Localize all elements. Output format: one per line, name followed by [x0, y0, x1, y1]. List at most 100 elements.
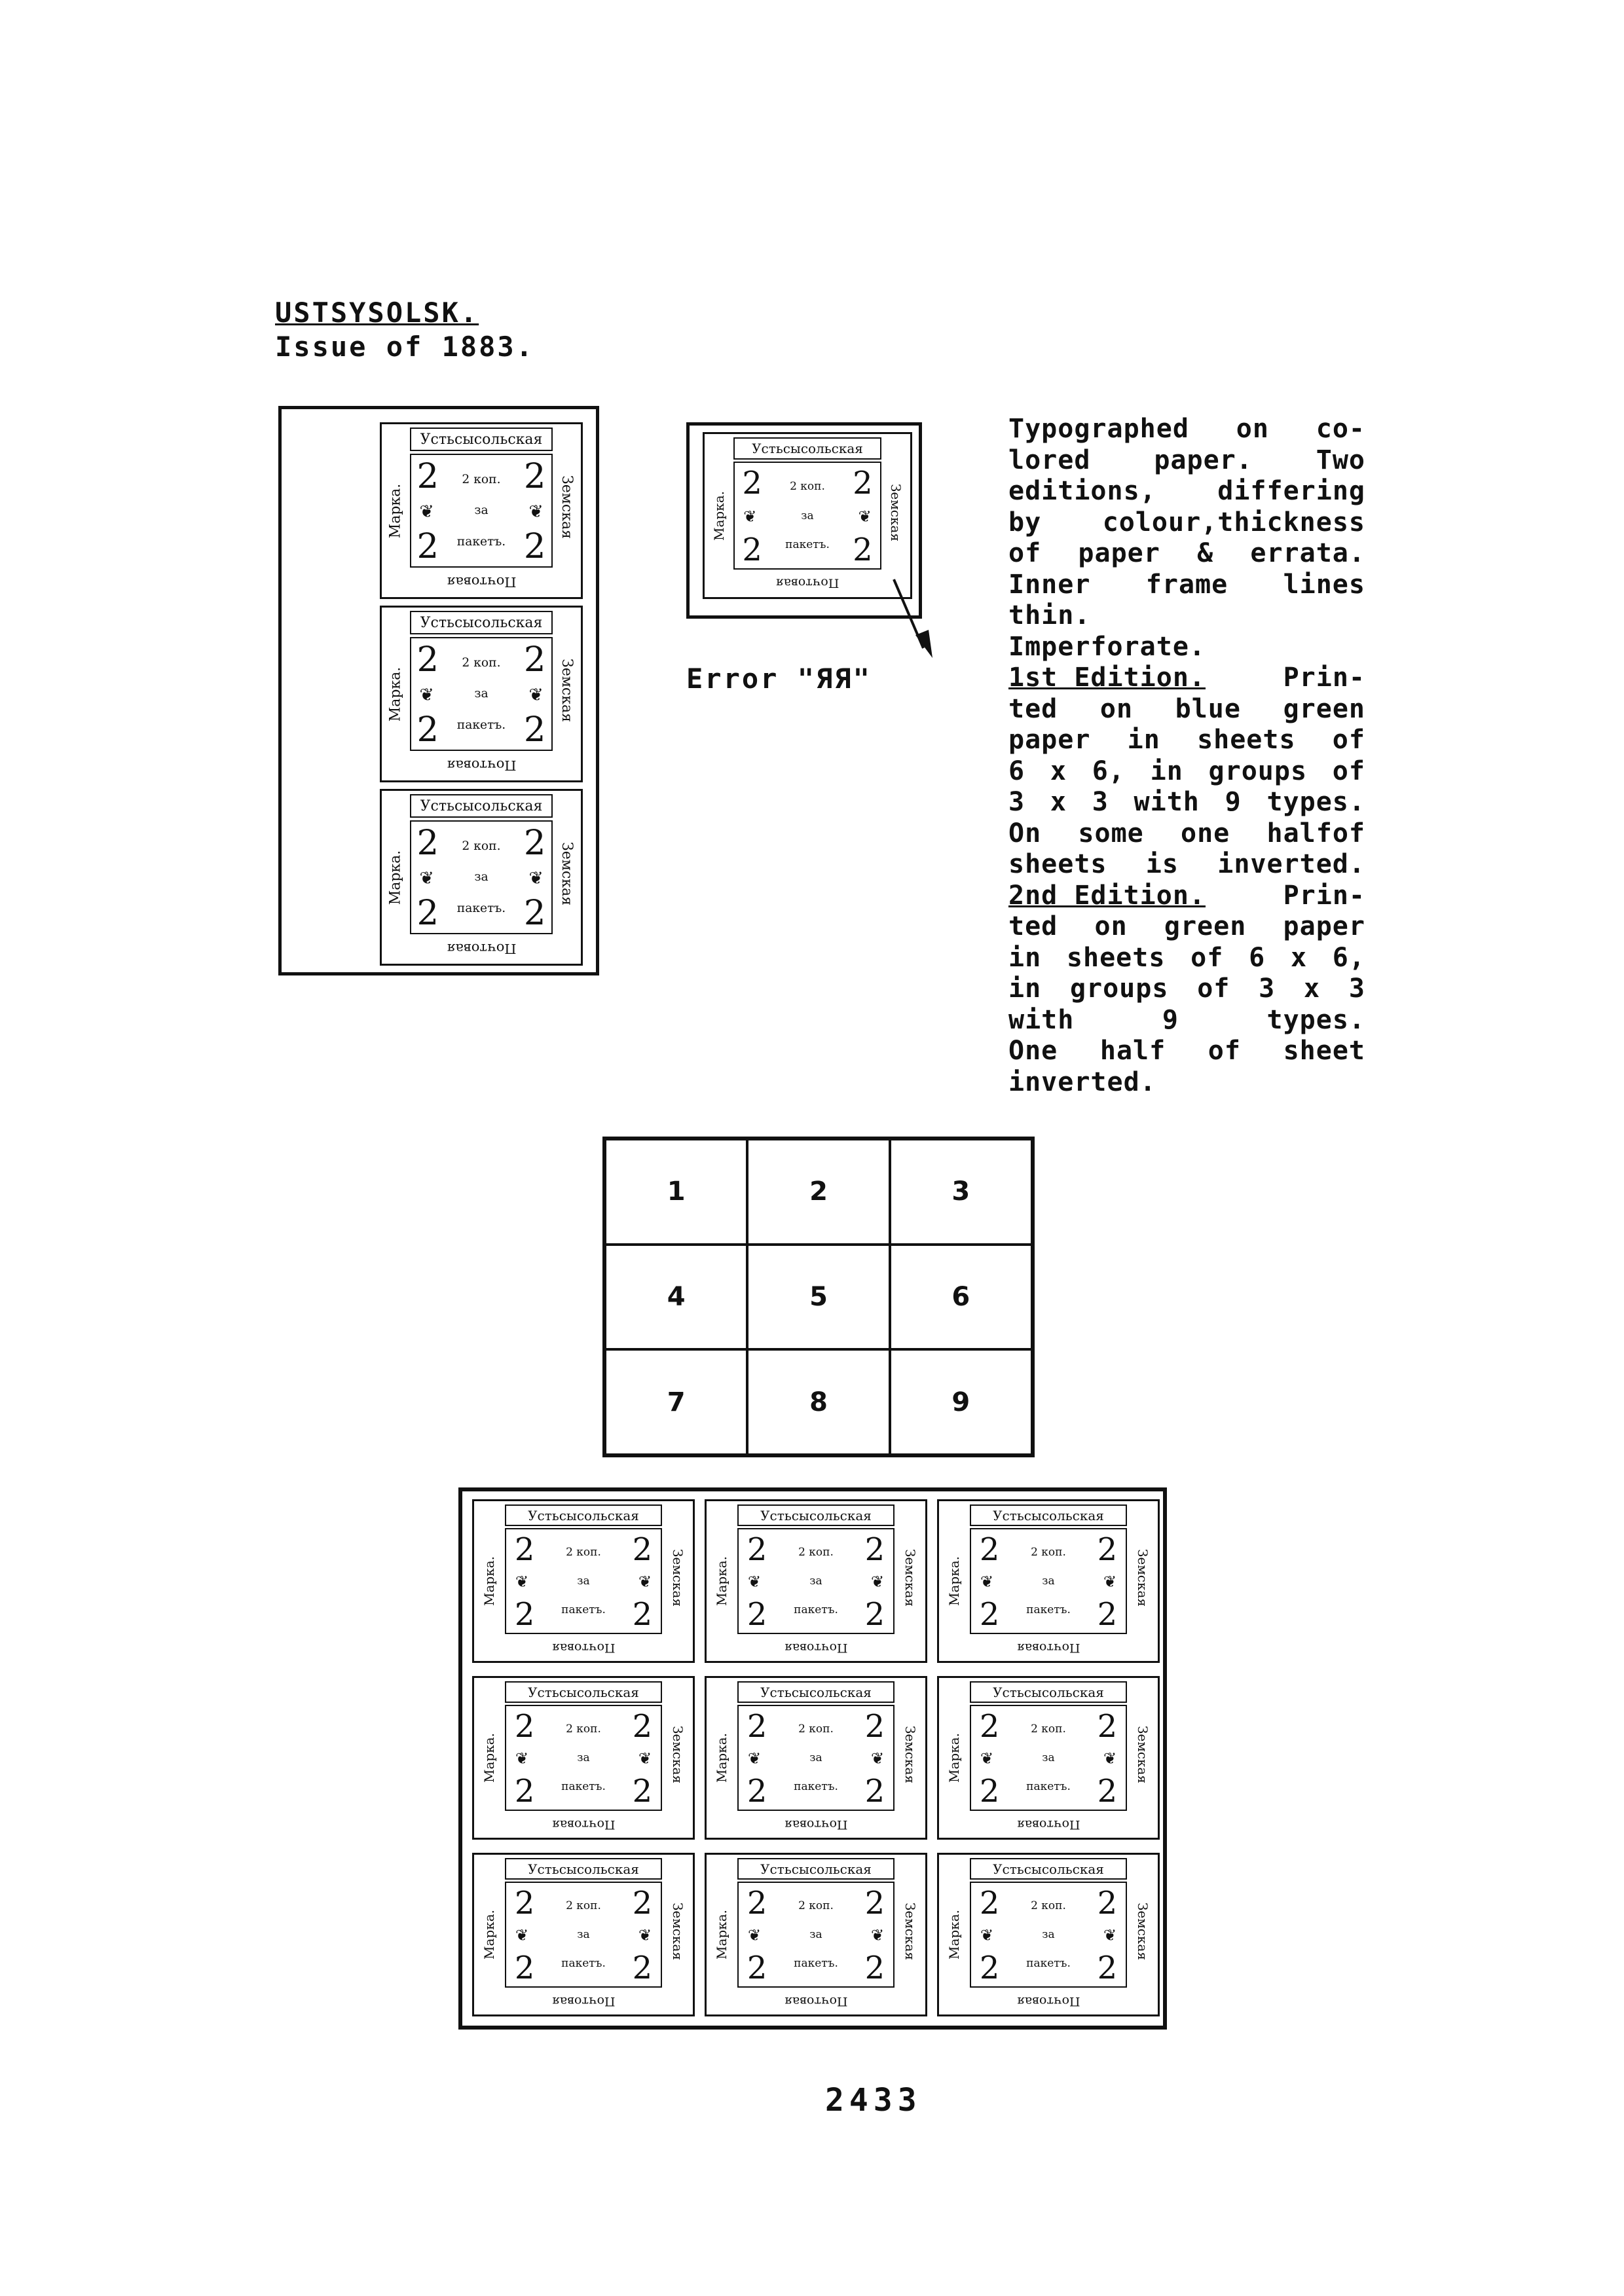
stamp-value-line1: 2 коп. [462, 655, 501, 670]
stamp-left-text: Марка. [481, 1733, 498, 1783]
type-grid-cell: 4 [605, 1244, 748, 1350]
stamp-left-text: Марка. [714, 1556, 730, 1606]
stamp-value-line3: пакетъ. [456, 535, 506, 549]
type-grid-cell: 2 [747, 1139, 890, 1245]
stamp-top-text: Устьсысольская [737, 1504, 895, 1527]
stamp-denomination: 2 [416, 639, 439, 680]
stamp-denomination: 2 [979, 1950, 1000, 1987]
description-word: differing [1217, 476, 1365, 506]
description-word: lored [1008, 445, 1091, 475]
description-word: 3 [1008, 787, 1025, 817]
stamp-denomination: 2 [742, 532, 762, 569]
stamp-denomination: 2 [514, 1950, 535, 1987]
description-word: in [1008, 974, 1042, 1004]
description-word: inverted. [1217, 849, 1365, 879]
stamp-left-text-wrap: Марка. [384, 818, 407, 936]
stamp-right-text: Земская [559, 475, 576, 539]
ornament-icon: ❦ [743, 507, 757, 526]
type-grid-cell: 9 [889, 1349, 1032, 1455]
description-word: types. [1266, 787, 1365, 817]
error-arrow-icon [893, 579, 932, 658]
description-word: 9 [1162, 1004, 1179, 1035]
stamp-bottom-text: Почтовая [551, 1994, 616, 2009]
description-word: Prin- [1283, 880, 1365, 911]
stamp-right-text-wrap: Земская [897, 1874, 923, 1989]
description-word: sheets [1197, 725, 1296, 755]
stamp-denomination: 2 [632, 1950, 653, 1987]
stamp-right-text: Земская [559, 842, 576, 906]
stamp-value-line1: 2 коп. [566, 1899, 601, 1913]
stamp-denomination: 2 [864, 1531, 885, 1568]
stamp-value-line3: пакетъ. [561, 1603, 606, 1616]
stamp-denomination: 2 [523, 639, 546, 680]
stamp-right-text-wrap: Земская [665, 1874, 691, 1989]
description-word: ted [1008, 693, 1058, 724]
ornament-icon: ❦ [638, 1926, 652, 1945]
ornament-icon: ❦ [528, 868, 544, 889]
stamp-left-text-wrap: Марка. [941, 1527, 967, 1635]
stamp-right-text: Земская [669, 1903, 686, 1961]
description-word: 3 [1092, 787, 1109, 817]
ornament-icon: ❦ [528, 501, 544, 522]
stamp-left-text-wrap: Марка. [384, 635, 407, 753]
stamp-left-text-wrap: Марка. [707, 460, 731, 571]
description-word: 2nd Edition. [1008, 880, 1206, 911]
stamp-top-text: Устьсысольская [504, 1681, 663, 1704]
description-line: Imperforate. [1008, 632, 1365, 663]
stamp-value-line2: за [1042, 1927, 1055, 1941]
stamp-value-line3: пакетъ. [456, 902, 506, 916]
stamp-denomination: 2 [416, 822, 439, 863]
stamp-value-line1: 2 коп. [1031, 1722, 1066, 1736]
stamp-right-text: Земская [669, 1726, 686, 1784]
description-word: 6, [1332, 942, 1365, 973]
stamp-value-line2: за [809, 1927, 822, 1941]
description-word: in [1008, 942, 1042, 973]
description-word: sheets [1008, 849, 1107, 879]
type-grid-cell: 3 [889, 1139, 1032, 1245]
stamp-value-line1: 2 коп. [1031, 1546, 1066, 1559]
description-word: x [1050, 756, 1067, 786]
stamp-denomination: 2 [747, 1531, 767, 1568]
description-word: paper [1008, 725, 1091, 755]
stamp-value-line1: 2 коп. [798, 1722, 834, 1736]
stamp-left-text: Марка. [714, 1910, 730, 1959]
stamp-value-line1: 2 коп. [566, 1546, 601, 1559]
stamp-right-text-wrap: Земская [897, 1697, 923, 1812]
description-word: of [1208, 1036, 1241, 1066]
ornament-icon: ❦ [638, 1573, 652, 1592]
type-grid-cell: 1 [605, 1139, 748, 1245]
stamp-right-text: Земская [669, 1549, 686, 1607]
description-word: with [1134, 787, 1200, 817]
stamp-right-text: Земская [1134, 1726, 1151, 1784]
stamp-left-text-wrap: Марка. [709, 1704, 735, 1812]
description-word: half [1099, 1036, 1166, 1066]
stamp-value-line1: 2 коп. [798, 1899, 834, 1913]
ornament-icon: ❦ [419, 685, 434, 706]
stamp-value-line2: за [577, 1927, 590, 1941]
description-word: One [1008, 1036, 1058, 1066]
stamp-denomination: 2 [1097, 1596, 1118, 1633]
page-number: 2433 [825, 2082, 922, 2119]
description-word: frame [1145, 569, 1228, 600]
stamp-denomination: 2 [747, 1596, 767, 1633]
stamp-bottom-text: Почтовая [784, 1994, 848, 2009]
stamp-denomination: 2 [747, 1884, 767, 1922]
ornament-icon: ❦ [1103, 1573, 1117, 1592]
description-word: ted [1008, 911, 1058, 941]
stamp-denomination: 2 [514, 1773, 535, 1810]
description-line: 1st Edition.Prin- [1008, 663, 1365, 694]
description-word: by [1008, 507, 1042, 538]
